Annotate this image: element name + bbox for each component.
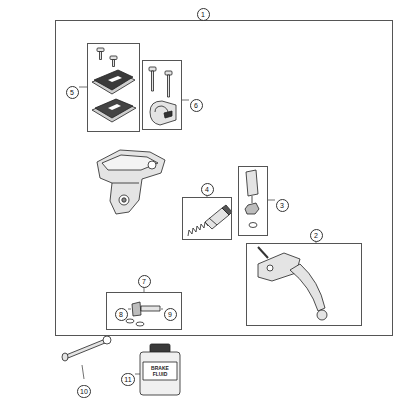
- callout-circle: 9: [164, 303, 177, 316]
- callout-number: 11: [121, 373, 134, 386]
- callout-circle: 10: [77, 380, 91, 393]
- pushrod-parts: [245, 170, 259, 228]
- callout-number: 2: [310, 229, 323, 242]
- brake-lever: [258, 247, 327, 320]
- callout-number: 8: [115, 308, 128, 321]
- callout-number: 3: [276, 199, 289, 212]
- assembly-frame: 789: [106, 292, 182, 330]
- master-cylinder-body: [97, 150, 165, 214]
- brake-line: [62, 336, 111, 361]
- assembly-frame: 2: [246, 243, 362, 326]
- can-label: BRAKE FLUID: [148, 365, 172, 377]
- banjo-bolt: [126, 302, 160, 326]
- callout-number: 10: [77, 385, 91, 398]
- callout-number: 5: [66, 86, 79, 99]
- assembly-frame: 156432789: [55, 20, 393, 336]
- assembly-frame: 5: [87, 43, 140, 132]
- callout-number: 1: [197, 8, 210, 21]
- clamp-bolts: [149, 67, 176, 125]
- callout-number: 9: [164, 308, 177, 321]
- callout-circle: 11: [121, 368, 134, 381]
- callout-number: 6: [190, 99, 203, 112]
- assembly-frame: 6: [142, 60, 182, 130]
- callout-number: 4: [201, 183, 214, 196]
- assembly-frame: 3: [238, 166, 268, 236]
- callout-number: 7: [138, 275, 151, 288]
- piston-kit: [188, 205, 232, 236]
- leader-lines: [79, 16, 316, 379]
- brake-fluid-can: [140, 344, 180, 395]
- assembly-frame: 4: [182, 197, 232, 240]
- reservoir-cover: [92, 48, 136, 122]
- callout-circle: 8: [115, 303, 128, 316]
